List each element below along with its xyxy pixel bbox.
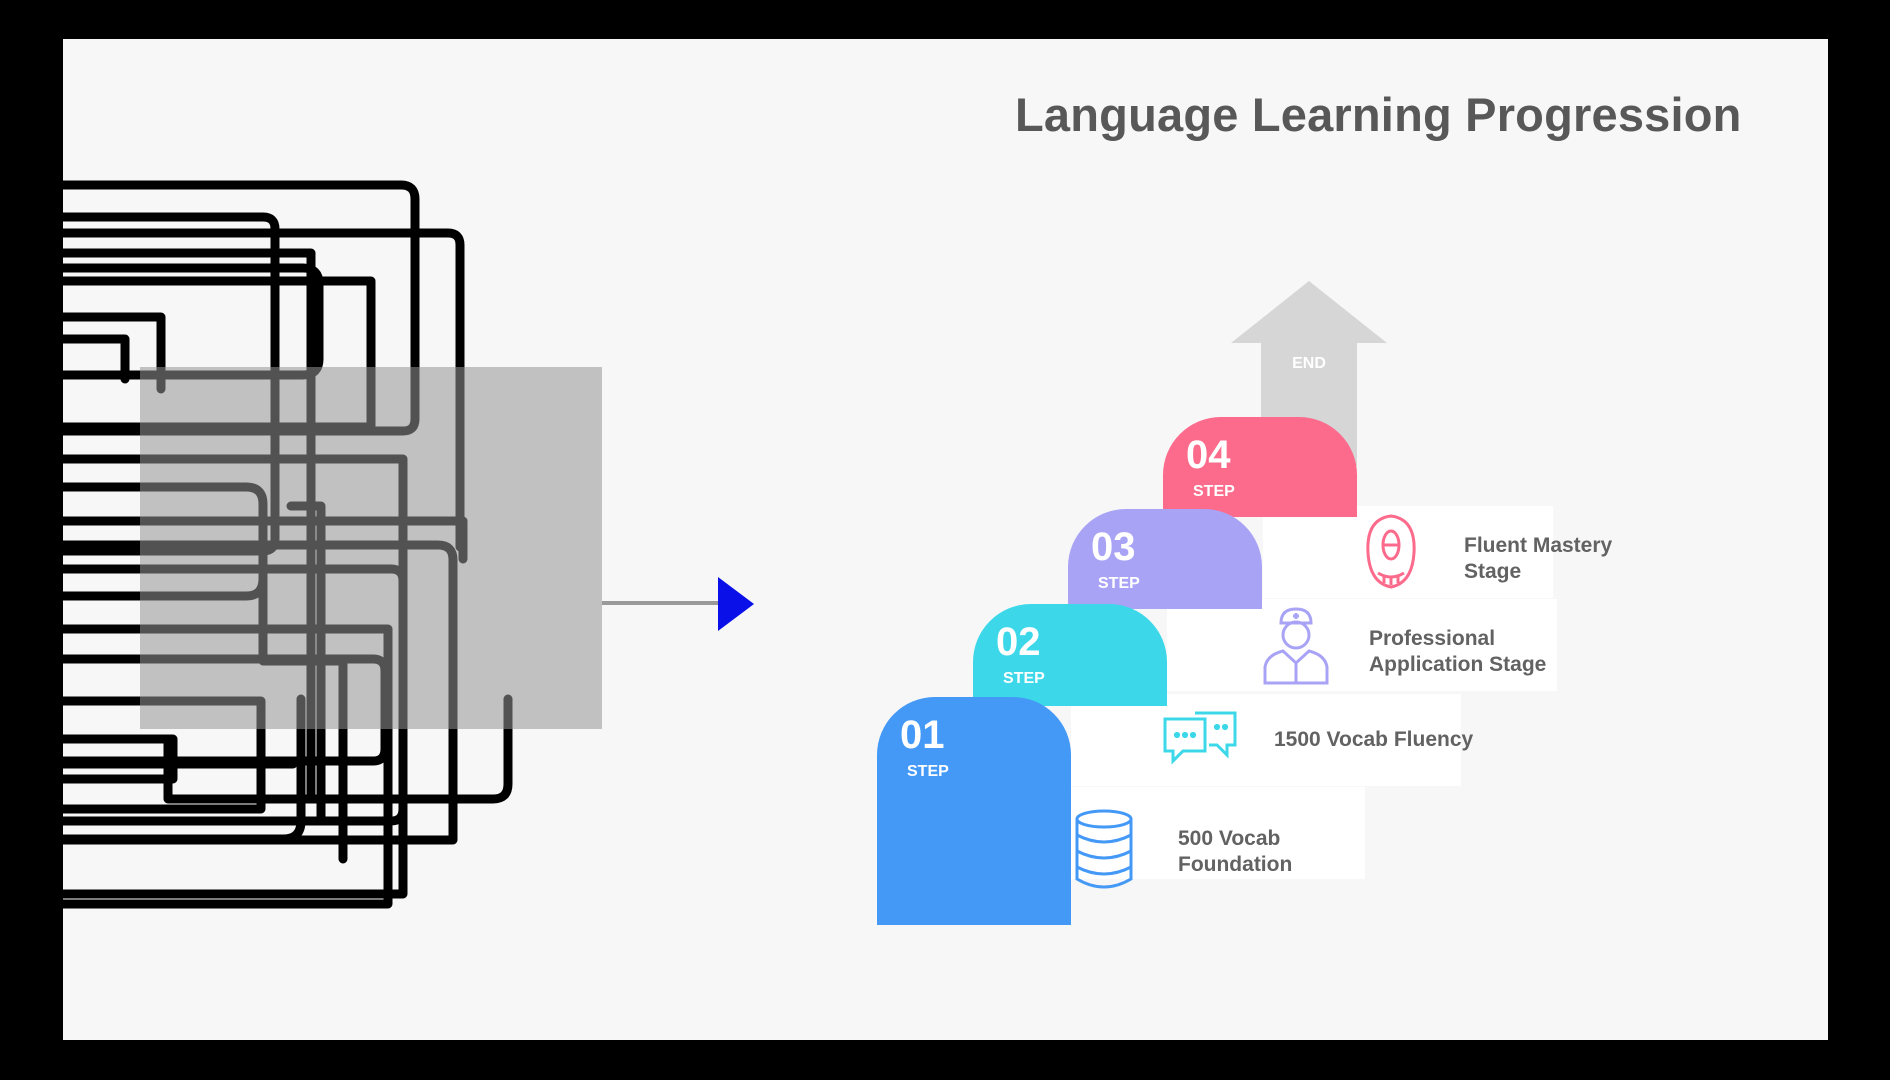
step-4-label: STEP: [1193, 483, 1235, 500]
step-1-label: STEP: [907, 763, 949, 780]
step-4-text-line-2: Stage: [1464, 560, 1522, 583]
step-3-text-line-1: Professional: [1369, 627, 1496, 650]
professional-person-icon: [1263, 607, 1329, 685]
step-2-block: 02 STEP: [973, 604, 1167, 706]
chat-bubbles-icon: [1163, 711, 1237, 765]
slide: Language Learning Progression END 04 STE…: [63, 39, 1828, 1040]
step-3-label: STEP: [1098, 575, 1140, 592]
step-1-text: 500 Vocab Foundation: [1178, 826, 1292, 878]
step-3-text-line-2: Application Stage: [1369, 653, 1547, 676]
page-title: Language Learning Progression: [1015, 88, 1742, 141]
highlight-box: [140, 367, 602, 729]
mouth-speech-icon: [1366, 514, 1416, 589]
step-3-block: 03 STEP: [1068, 509, 1262, 609]
pointer-arrow-icon: [718, 577, 754, 631]
step-2-text-line-1: 1500 Vocab Fluency: [1274, 728, 1474, 751]
step-3-panel: [1167, 599, 1557, 691]
end-label: END: [1292, 355, 1326, 372]
step-2-label: STEP: [1003, 670, 1045, 687]
database-icon: [1075, 809, 1133, 889]
step-4-text: Fluent Mastery Stage: [1464, 533, 1612, 585]
step-4-number: 04: [1186, 433, 1231, 477]
step-4-panel: [1263, 506, 1553, 598]
step-1-number: 01: [900, 713, 945, 757]
connector-line: [602, 601, 735, 605]
step-4-block: 04 STEP: [1163, 417, 1357, 517]
step-3-text: Professional Application Stage: [1369, 626, 1546, 678]
step-1-block: 01 STEP: [877, 697, 1071, 925]
step-4-text-line-1: Fluent Mastery: [1464, 534, 1613, 557]
step-2-number: 02: [996, 620, 1041, 664]
end-arrow-head: [1231, 281, 1387, 343]
step-1-text-line-2: Foundation: [1178, 853, 1293, 876]
step-2-panel: [1071, 694, 1461, 786]
step-3-number: 03: [1091, 525, 1136, 569]
step-1-text-line-1: 500 Vocab: [1178, 827, 1281, 850]
step-2-text: 1500 Vocab Fluency: [1274, 727, 1473, 753]
